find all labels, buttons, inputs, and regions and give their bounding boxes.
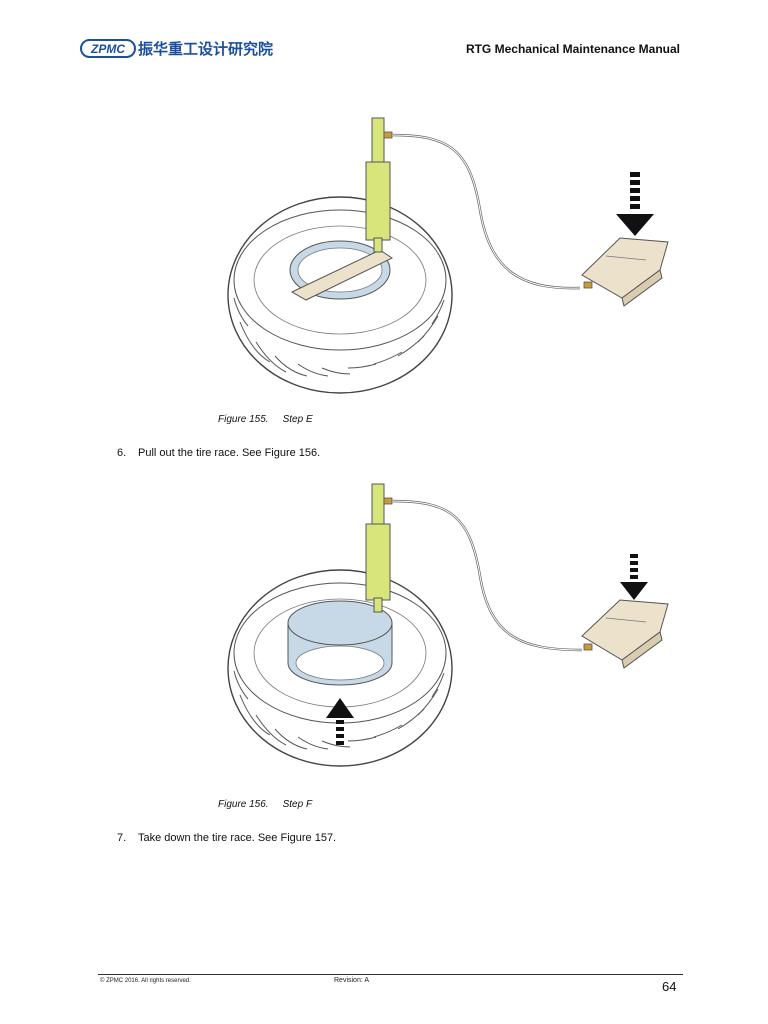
- figure-155-illustration: [227, 117, 669, 394]
- figure-number: Figure 155.: [218, 414, 269, 425]
- step-number: 6.: [117, 447, 127, 459]
- page-header: ZPMC 振华重工设计研究院 RTG Mechanical Maintenanc…: [0, 0, 768, 70]
- foot-pedal: [581, 599, 669, 669]
- document-title: RTG Mechanical Maintenance Manual: [465, 42, 680, 56]
- figure-155-caption: Figure 155. Step E: [218, 414, 313, 425]
- down-arrow: [620, 554, 648, 600]
- tire-race-lifted: [287, 600, 393, 686]
- press-plate: [290, 249, 394, 301]
- company-logo: ZPMC 振华重工设计研究院: [80, 38, 273, 59]
- footer-divider: [98, 974, 683, 975]
- figure-156-illustration: [227, 483, 669, 767]
- hydraulic-cylinder: [365, 483, 393, 613]
- logo-mark: ZPMC: [80, 39, 136, 58]
- revision-label: Revision: A: [334, 977, 370, 984]
- step-7: 7. Take down the tire race. See Figure 15…: [117, 832, 336, 844]
- copyright-notice: © ZPMC 2016. All rights reserved.: [100, 978, 191, 984]
- figure-number: Figure 156.: [218, 799, 269, 810]
- hydraulic-cylinder: [365, 117, 393, 253]
- down-arrow: [616, 172, 654, 236]
- figure-156-caption: Figure 156. Step F: [218, 799, 312, 810]
- step-number: 7.: [117, 832, 127, 844]
- figure-step-label: Step F: [282, 799, 313, 810]
- figure-step-label: Step E: [282, 414, 313, 425]
- up-arrow: [326, 698, 354, 745]
- step-text: Pull out the tire race. See Figure 156.: [138, 447, 321, 459]
- page-number: 64: [662, 979, 677, 994]
- foot-pedal: [581, 237, 669, 307]
- step-6: 6. Pull out the tire race. See Figure 156…: [117, 447, 320, 459]
- logo-chinese-name: 振华重工设计研究院: [138, 41, 274, 58]
- step-text: Take down the tire race. See Figure 157.: [138, 832, 337, 844]
